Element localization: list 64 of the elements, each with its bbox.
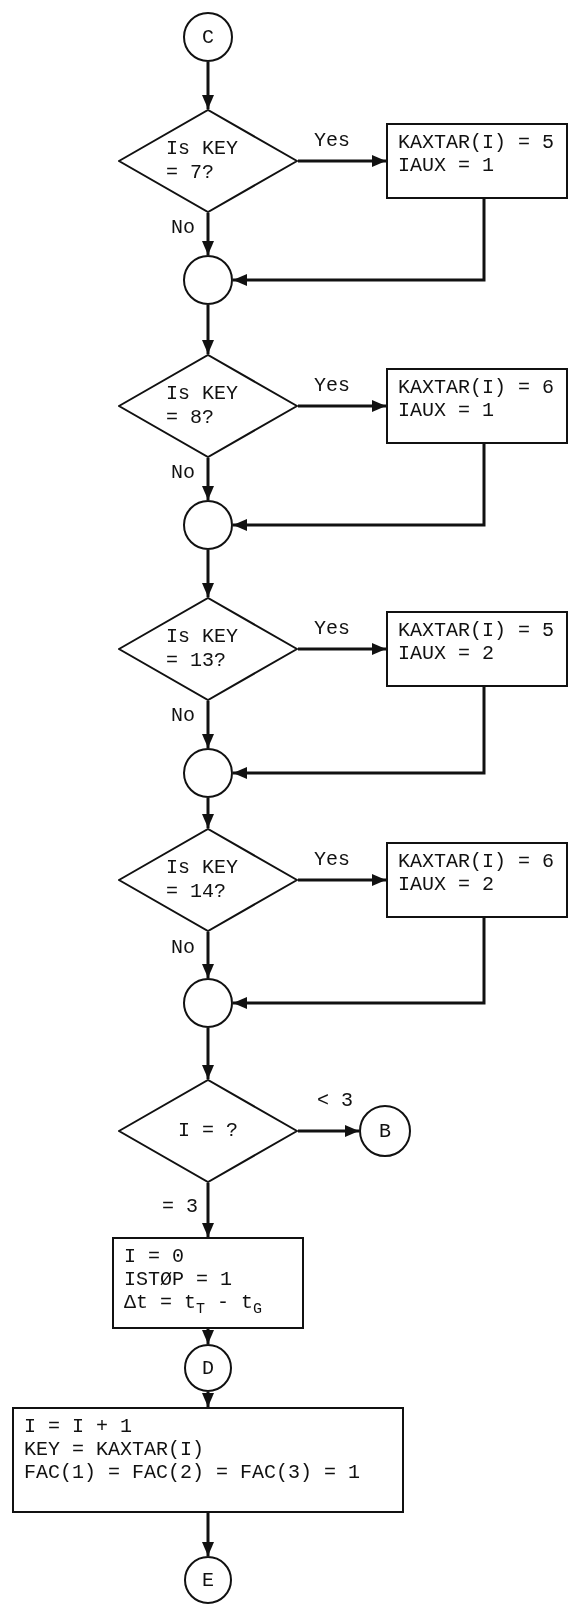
statement-text: IAUX = 1 [398, 399, 494, 422]
condition-text: Is KEY = 7? [166, 137, 239, 185]
statement-text: KEY = KAXTAR(I) [24, 1438, 205, 1461]
condition-text: Is KEY = 13? [166, 625, 239, 673]
connector-circle [184, 1556, 232, 1604]
connector-circle [359, 1105, 411, 1157]
arrow [298, 874, 386, 886]
connector-circle [183, 12, 233, 62]
arrow [233, 199, 486, 286]
statement-text: KAXTAR(I) = 6 [398, 850, 555, 873]
connector-label: B [379, 1119, 391, 1143]
process-box [386, 611, 568, 687]
arrow [233, 444, 486, 531]
condition-text: Is KEY = 14? [166, 856, 239, 904]
statement-text: FAC(1) = FAC(2) = FAC(3) = 1 [24, 1461, 361, 1484]
junction-circle [183, 978, 233, 1028]
decision-diamond [118, 109, 298, 213]
arrow [298, 155, 386, 167]
arrow [202, 1392, 214, 1407]
decision-diamond [118, 828, 298, 932]
arrow [202, 1183, 214, 1237]
junction-circle [183, 748, 233, 798]
decision-diamond [118, 1079, 298, 1183]
arrow [202, 305, 214, 354]
arrow [202, 932, 214, 978]
process-box [112, 1237, 304, 1329]
arrow [202, 458, 214, 500]
statement-text: KAXTAR(I) = 5 [398, 131, 555, 154]
arrow [202, 1028, 214, 1079]
process-box [386, 842, 568, 918]
statement-text: IAUX = 2 [398, 642, 494, 665]
arrow [298, 1125, 359, 1137]
junction-circle [183, 255, 233, 305]
statement-text: KAXTAR(I) = 5 [398, 619, 555, 642]
arrow [202, 798, 214, 828]
arrow [233, 687, 486, 779]
condition-text: Is KEY = 8? [166, 382, 239, 430]
condition-text: I = ? [178, 1119, 238, 1143]
connector-label: C [202, 25, 214, 49]
arrow [202, 62, 214, 109]
statement-text: ISTØP = 1 [124, 1268, 233, 1291]
arrow [233, 918, 486, 1009]
arrow [202, 701, 214, 748]
process-box [386, 368, 568, 444]
arrow [202, 213, 214, 255]
process-box [12, 1407, 404, 1513]
arrow [202, 550, 214, 597]
connector-label: D [202, 1356, 214, 1380]
decision-diamond [118, 597, 298, 701]
statement-text: IAUX = 1 [398, 154, 494, 177]
decision-diamond [118, 354, 298, 458]
arrow [298, 643, 386, 655]
statement-text: IAUX = 2 [398, 873, 494, 896]
connector-label: E [202, 1568, 214, 1592]
statement-text: KAXTAR(I) = 6 [398, 376, 555, 399]
process-box [386, 123, 568, 199]
statement-text: Δt = t$_{T}$ - t$_{G}$ [124, 1291, 263, 1314]
arrow [298, 400, 386, 412]
junction-circle [183, 500, 233, 550]
connector-circle [184, 1344, 232, 1392]
statement-text: I = 0 [124, 1245, 184, 1268]
arrow [202, 1329, 214, 1344]
arrow [202, 1513, 214, 1556]
statement-text: I = I + 1 [24, 1415, 133, 1438]
